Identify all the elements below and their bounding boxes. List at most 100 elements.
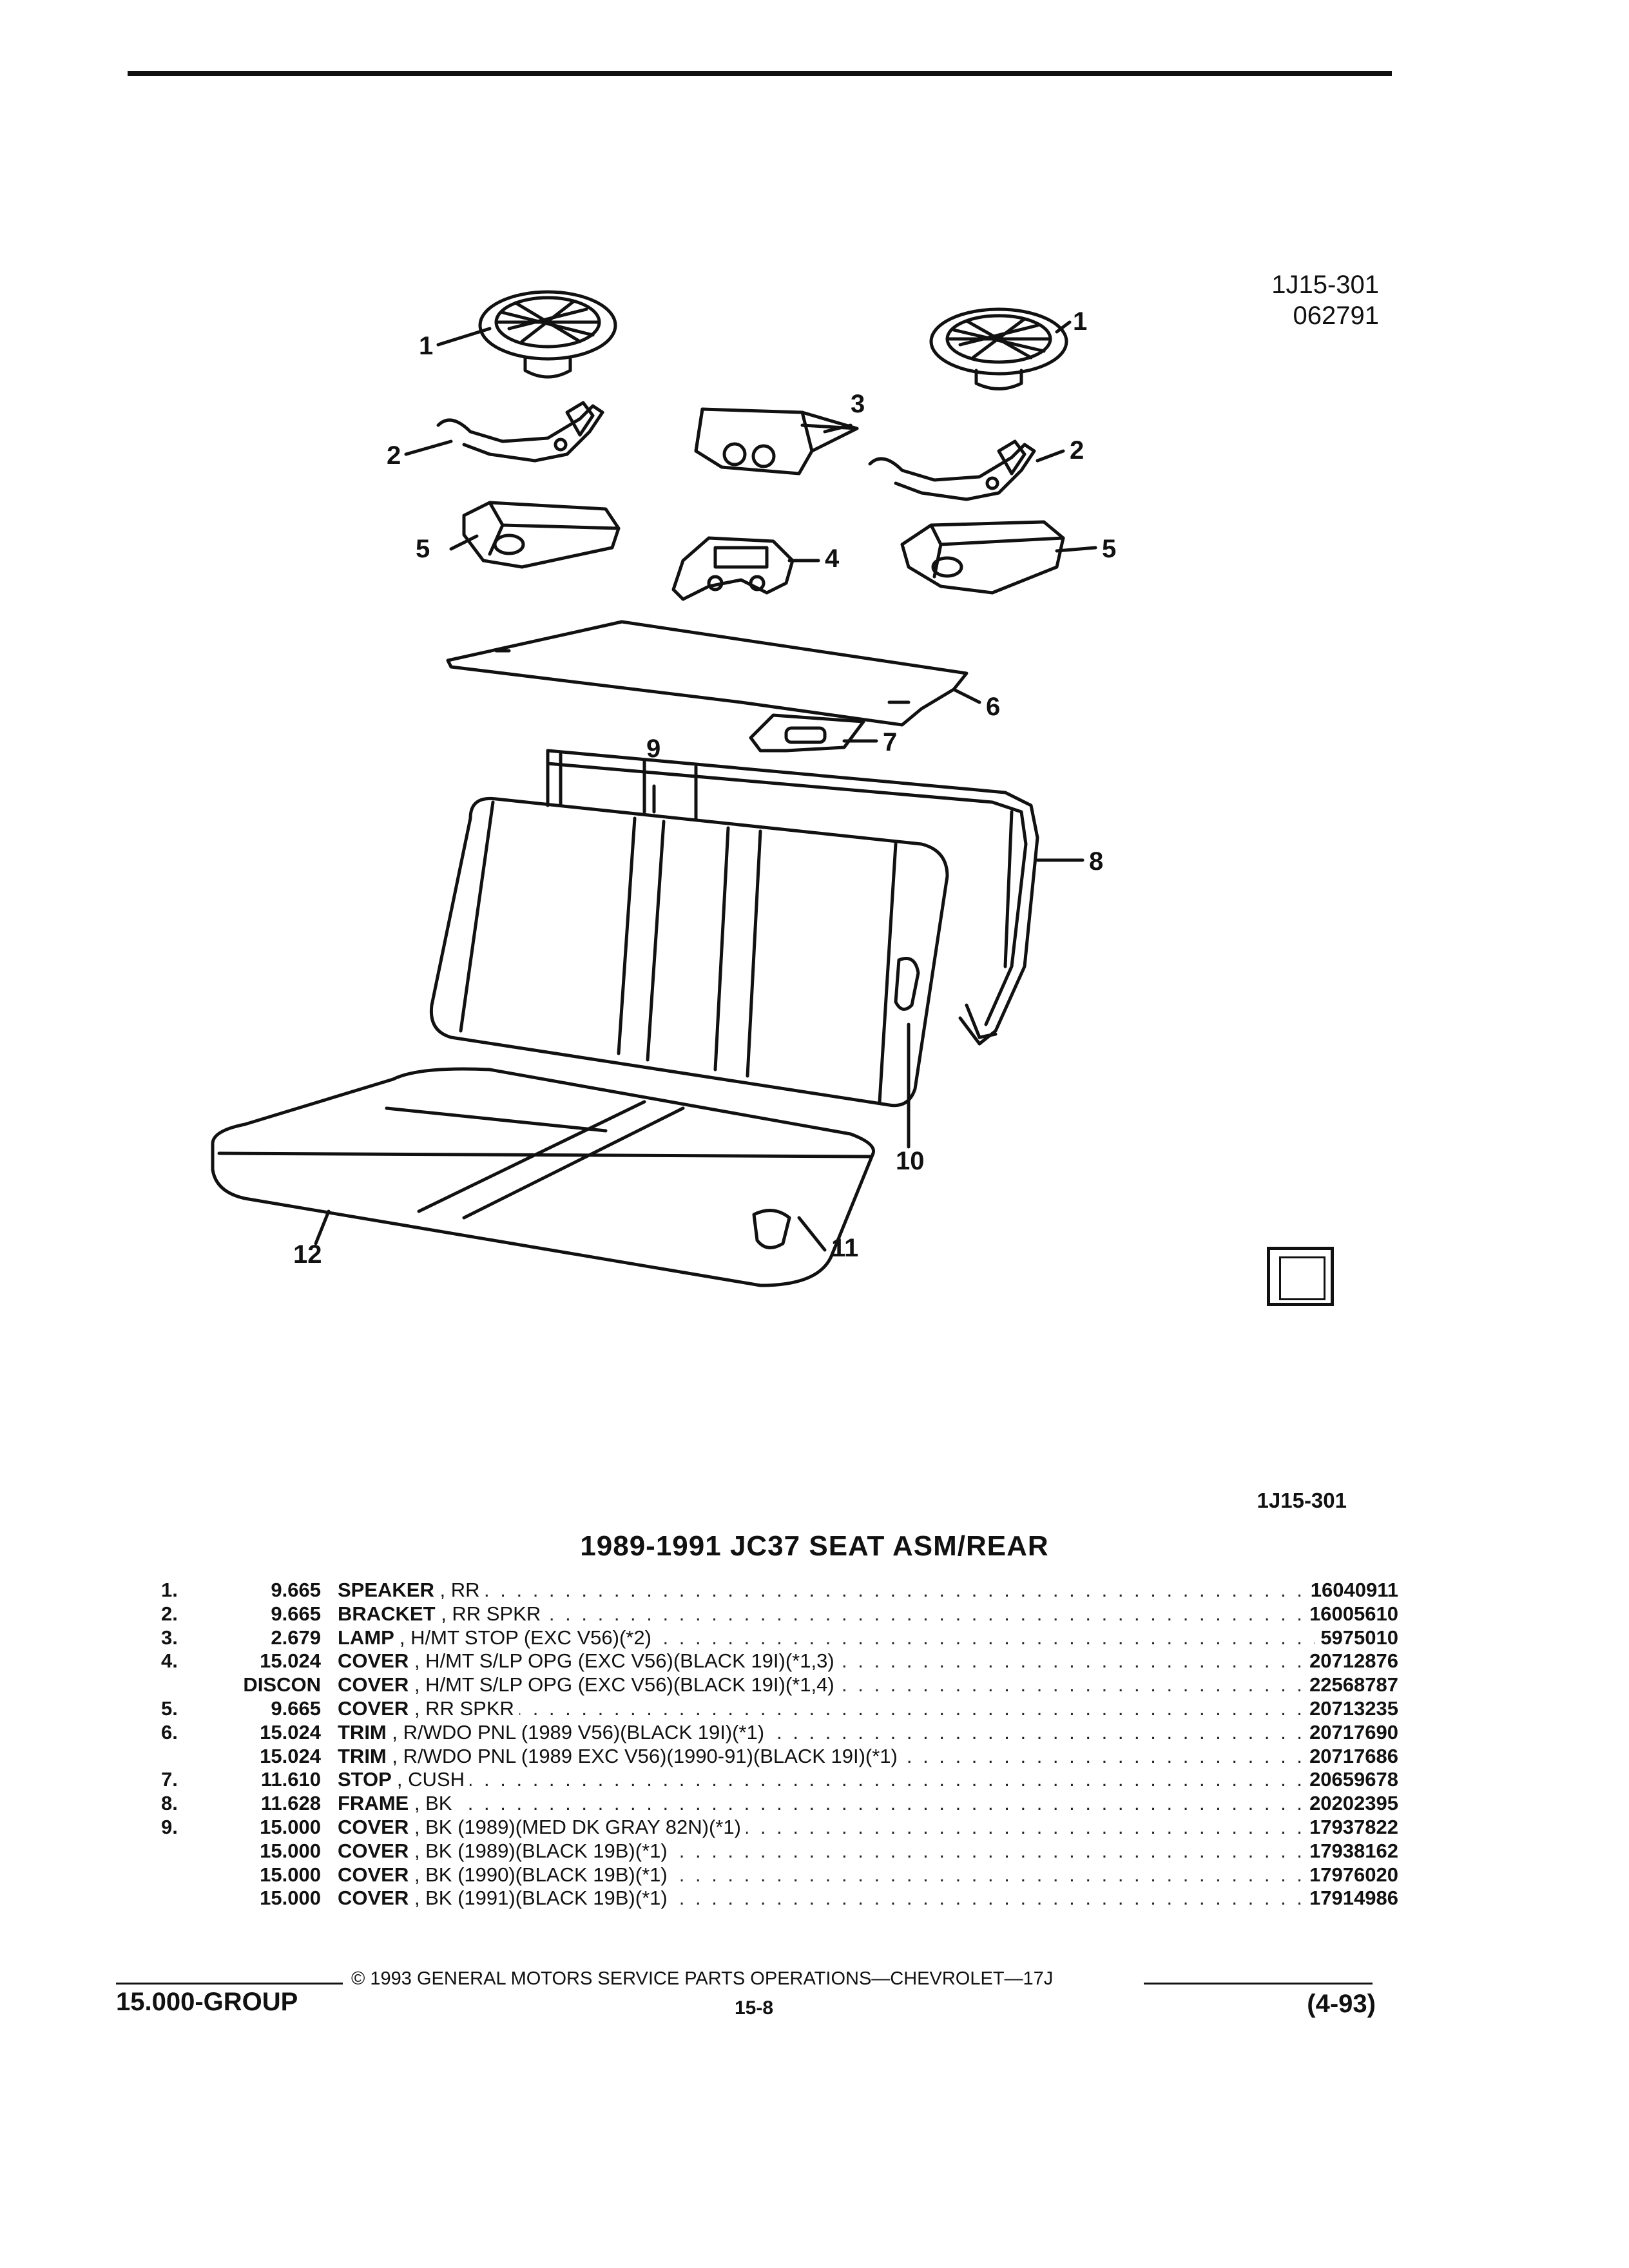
stop-lamp-part: [694, 407, 859, 476]
group-number: 11.610: [260, 1768, 321, 1791]
callout-2-right: 2: [1070, 436, 1084, 465]
group-number: DISCON: [243, 1673, 321, 1696]
group-number: 11.628: [260, 1792, 321, 1815]
footer-rule-right: [1144, 1983, 1373, 1984]
parts-list: 1. 9.665 . . . . . . . . . . . . . . . .…: [161, 1579, 1398, 1911]
callout-5-left: 5: [416, 535, 430, 563]
part-name: LAMP: [338, 1626, 394, 1649]
parts-row: 6. 15.024 . . . . . . . . . . . . . . . …: [161, 1720, 1398, 1745]
part-number: 22568787: [1304, 1673, 1398, 1697]
group-number: 9.665: [271, 1579, 321, 1601]
bracket-right-part: [868, 439, 1036, 501]
parts-row: 8. 11.628 . . . . . . . . . . . . . . . …: [161, 1792, 1398, 1816]
parts-row: 15.024 . . . . . . . . . . . . . . . . .…: [161, 1744, 1398, 1769]
part-number: 17976020: [1304, 1863, 1398, 1887]
figure-code-line1: 1J15-301: [1271, 271, 1379, 299]
parts-row: 7. 11.610 . . . . . . . . . . . . . . . …: [161, 1768, 1398, 1792]
top-rule: [128, 71, 1392, 76]
parts-row: 15.000 . . . . . . . . . . . . . . . . .…: [161, 1839, 1398, 1863]
window-panel-trim-part: [446, 620, 969, 727]
part-name: FRAME: [338, 1792, 409, 1815]
revision-date: (4-93): [1307, 1990, 1376, 2018]
callout-9: 9: [646, 735, 660, 763]
figure-date-code: 062791: [1293, 302, 1379, 330]
part-name: TRIM: [338, 1720, 387, 1744]
item-number: 6.: [161, 1720, 178, 1744]
part-description: , BK: [414, 1792, 452, 1815]
part-description: , R/WDO PNL (1989 V56)(BLACK 19I)(*1): [392, 1720, 765, 1744]
part-name: COVER: [338, 1673, 409, 1696]
part-description: , H/MT S/LP OPG (EXC V56)(BLACK 19I)(*1,…: [414, 1649, 834, 1673]
group-number: 9.665: [271, 1602, 321, 1625]
part-name: STOP: [338, 1768, 392, 1791]
part-name: COVER: [338, 1696, 409, 1720]
part-number: 20712876: [1304, 1649, 1398, 1674]
part-number: 20713235: [1304, 1696, 1398, 1721]
part-description: , RR SPKR: [414, 1696, 514, 1720]
group-number: 15.000: [260, 1815, 321, 1838]
item-number: 4.: [161, 1649, 178, 1673]
part-number: 16040911: [1305, 1579, 1398, 1602]
part-description: , RR SPKR: [441, 1602, 541, 1625]
group-number: 15.000: [260, 1839, 321, 1862]
speaker-cover-left-part: [462, 501, 621, 569]
item-number: 2.: [161, 1602, 178, 1625]
group-number: 15.000: [260, 1863, 321, 1886]
part-description: , BK (1989)(MED DK GRAY 82N)(*1): [414, 1815, 741, 1838]
parts-row: 4. 15.024 . . . . . . . . . . . . . . . …: [161, 1649, 1398, 1674]
item-number: 3.: [161, 1626, 178, 1649]
parts-row: 3. 2.679 . . . . . . . . . . . . . . . .…: [161, 1626, 1398, 1650]
parts-row: 2. 9.665 . . . . . . . . . . . . . . . .…: [161, 1602, 1398, 1626]
callout-1-right: 1: [1073, 307, 1087, 336]
callout-12: 12: [293, 1240, 322, 1269]
figure-code-header: 1J15-301 062791: [1211, 269, 1379, 331]
part-number: 5975010: [1315, 1626, 1398, 1650]
speaker-cover-right-part: [900, 520, 1065, 595]
back-frame-part: [546, 749, 1039, 1046]
item-number: 5.: [161, 1696, 178, 1720]
footer-rule-left: [116, 1983, 343, 1984]
part-number: 16005610: [1304, 1602, 1398, 1626]
part-name: COVER: [338, 1815, 409, 1838]
bracket-left-part: [436, 401, 604, 463]
seat-exploded-diagram: 1 1 2 2 3 4 5 5 6 7 8 9 10 11 12: [211, 290, 1116, 1287]
part-description: , H/MT S/LP OPG (EXC V56)(BLACK 19I)(*1,…: [414, 1673, 834, 1696]
callout-10: 10: [896, 1147, 925, 1175]
figure-code-label: 1J15-301: [1257, 1488, 1347, 1512]
part-number: 20659678: [1304, 1768, 1398, 1792]
group-number: 15.000: [260, 1887, 321, 1910]
page-number: 15-8: [734, 1997, 774, 2019]
callout-6: 6: [986, 693, 1000, 721]
group-number: 2.679: [271, 1626, 321, 1649]
part-description: , BK (1990)(BLACK 19B)(*1): [414, 1863, 668, 1886]
part-name: COVER: [338, 1649, 409, 1673]
parts-row: 5. 9.665 . . . . . . . . . . . . . . . .…: [161, 1696, 1398, 1721]
copyright-line: © 1993 GENERAL MOTORS SERVICE PARTS OPER…: [351, 1968, 1054, 1989]
part-description: , R/WDO PNL (1989 EXC V56)(1990-91)(BLAC…: [392, 1744, 898, 1767]
part-number: 20717686: [1304, 1744, 1398, 1769]
item-number: 9.: [161, 1815, 178, 1838]
part-description: , H/MT STOP (EXC V56)(*2): [399, 1626, 651, 1649]
parts-row: 1. 9.665 . . . . . . . . . . . . . . . .…: [161, 1579, 1398, 1602]
item-number: 8.: [161, 1792, 178, 1815]
callout-2-left: 2: [387, 441, 401, 470]
part-name: COVER: [338, 1887, 409, 1910]
part-name: BRACKET: [338, 1602, 436, 1625]
callout-11: 11: [831, 1234, 858, 1262]
group-label: 15.000-GROUP: [116, 1988, 298, 2016]
group-number: 15.024: [260, 1744, 321, 1767]
callout-1-left: 1: [419, 332, 433, 360]
speaker-right-part: [929, 307, 1068, 390]
callout-4: 4: [825, 544, 840, 573]
part-number: 17937822: [1304, 1815, 1398, 1840]
parts-row: 15.000 . . . . . . . . . . . . . . . . .…: [161, 1887, 1398, 1911]
page-title: 1989-1991 JC37 SEAT ASM/REAR: [580, 1530, 1049, 1562]
part-number: 20202395: [1304, 1792, 1398, 1816]
parts-row: 9. 15.000 . . . . . . . . . . . . . . . …: [161, 1815, 1398, 1840]
part-number: 20717690: [1304, 1720, 1398, 1745]
cushion-stop-part: [749, 713, 865, 753]
callout-3: 3: [851, 390, 865, 418]
speaker-left-part: [478, 290, 617, 379]
part-description: , RR: [439, 1579, 480, 1601]
group-number: 15.024: [260, 1720, 321, 1744]
